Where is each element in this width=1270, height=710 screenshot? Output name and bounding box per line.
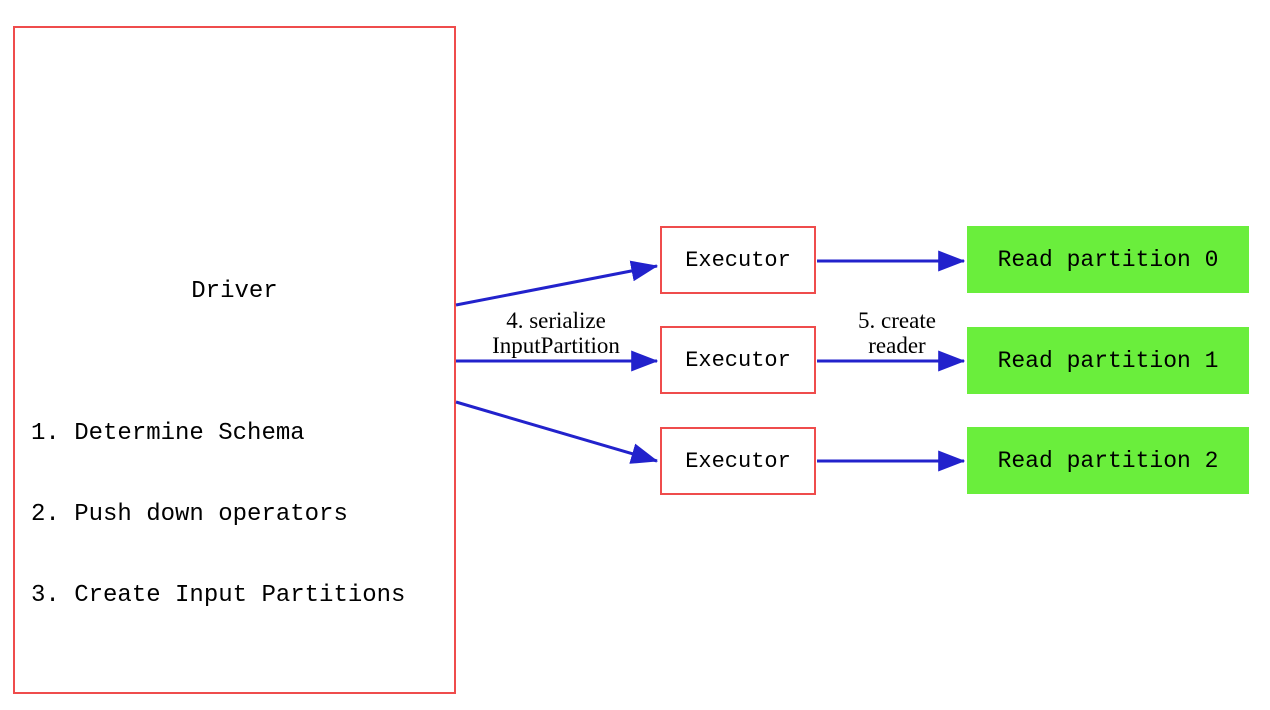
read-partition-label-0: Read partition 0 xyxy=(997,246,1219,273)
arrow-driver-to-executor-2 xyxy=(455,400,659,464)
edge-label-serialize: 4. serialize InputPartition xyxy=(492,308,620,358)
arrow-driver-to-executor-0 xyxy=(455,260,659,307)
read-partition-label-1: Read partition 1 xyxy=(997,347,1219,374)
driver-title: Driver xyxy=(191,278,278,305)
executor-box-1: Executor xyxy=(660,326,816,394)
executor-box-0: Executor xyxy=(660,226,816,294)
read-partition-box-1: Read partition 1 xyxy=(967,327,1249,394)
executor-label-0: Executor xyxy=(685,247,791,273)
read-partition-box-0: Read partition 0 xyxy=(967,226,1249,293)
executor-label-1: Executor xyxy=(685,347,791,373)
driver-step-2: 2. Push down operators xyxy=(31,501,348,528)
executor-label-2: Executor xyxy=(685,448,791,474)
driver-steps-list: 1. Determine Schema 2. Push down operato… xyxy=(31,366,405,663)
driver-step-1: 1. Determine Schema xyxy=(31,420,305,447)
read-partition-box-2: Read partition 2 xyxy=(967,427,1249,494)
executor-box-2: Executor xyxy=(660,427,816,495)
read-partition-label-2: Read partition 2 xyxy=(997,447,1219,474)
edge-label-create-reader: 5. create reader xyxy=(858,308,936,358)
driver-step-3: 3. Create Input Partitions xyxy=(31,582,406,609)
driver-box: Driver 1. Determine Schema 2. Push down … xyxy=(13,26,456,694)
